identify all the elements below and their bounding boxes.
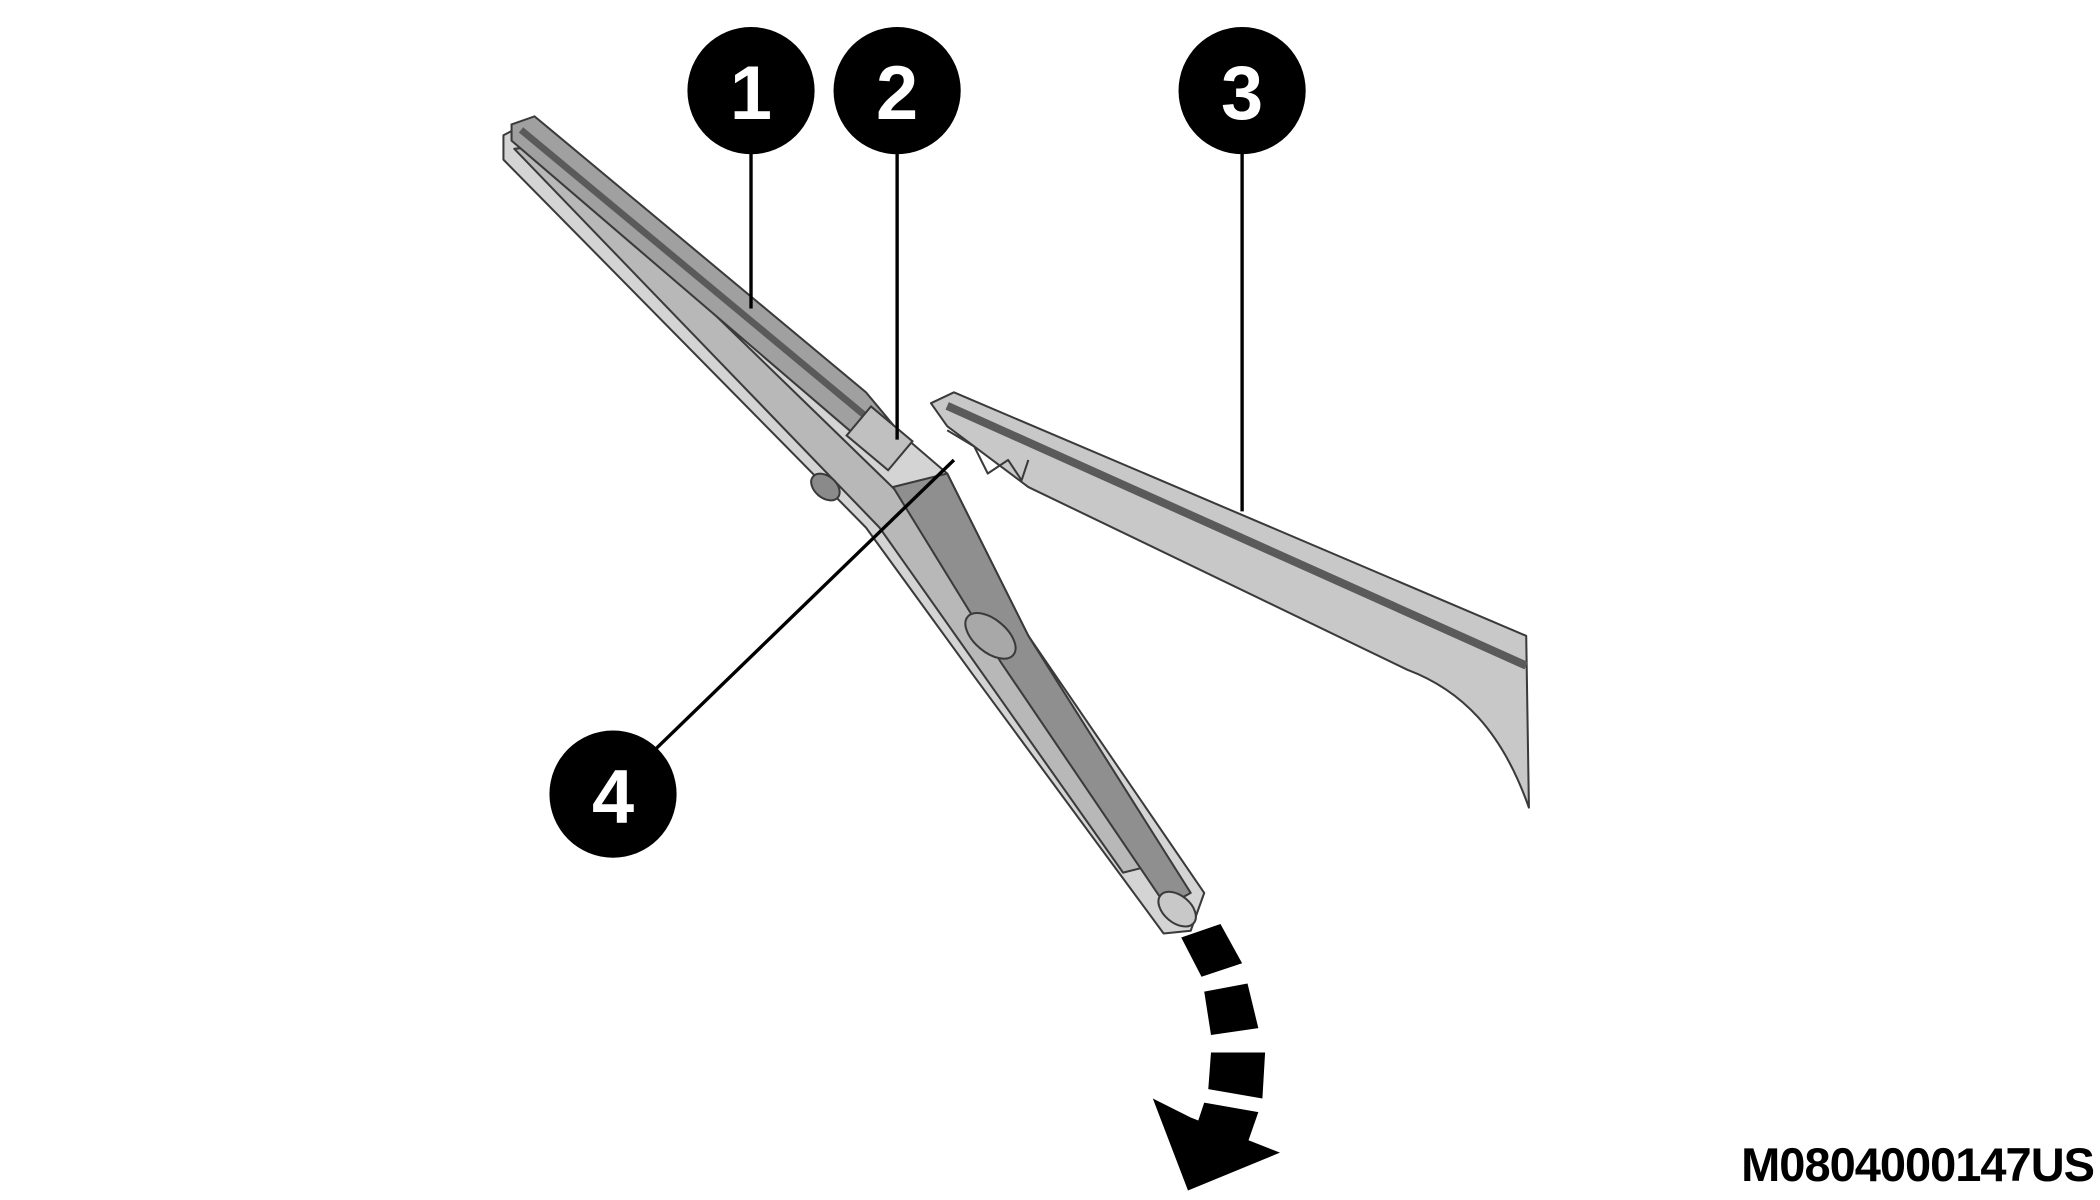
callout-1: 1 [687, 27, 815, 155]
wiper-arm [502, 118, 1206, 935]
leader-lines [648, 135, 1244, 757]
rotation-arrow [1152, 924, 1280, 1191]
wiper-blade-attached [510, 115, 914, 472]
svg-text:2: 2 [876, 51, 918, 136]
figure-code: M0804000147US [1741, 1138, 2095, 1191]
svg-text:4: 4 [592, 754, 634, 839]
callout-2: 2 [833, 27, 961, 155]
callout-3: 3 [1178, 27, 1306, 155]
replacement-wiper-blade [929, 391, 1530, 809]
callout-4: 4 [549, 730, 677, 858]
svg-text:3: 3 [1221, 51, 1263, 136]
svg-text:1: 1 [730, 51, 772, 136]
